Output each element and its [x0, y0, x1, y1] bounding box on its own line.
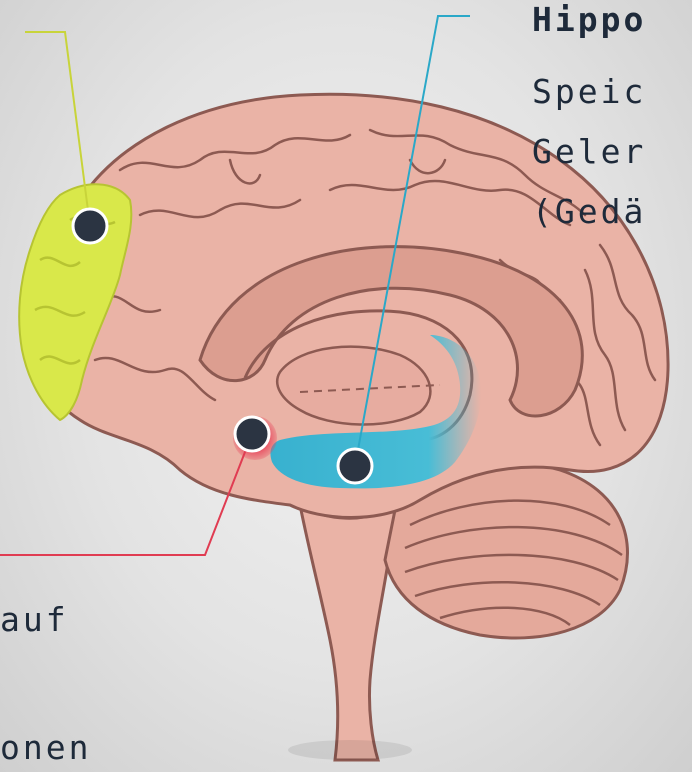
hippocampus-title: Hippo: [532, 0, 646, 40]
stem-shadow: [288, 740, 412, 760]
marker-dot-icon: [73, 209, 107, 243]
amygdala-description-line-2: onen: [0, 728, 91, 768]
marker-dot-icon: [235, 417, 269, 451]
brain-stem: [300, 505, 395, 760]
hippocampus-description-line-3: (Gedä: [532, 192, 646, 232]
amygdala-description-line-1: auf: [0, 600, 69, 640]
hippocampus-description-line-2: Geler: [532, 132, 646, 172]
marker-dot-icon: [338, 449, 372, 483]
hippocampus-description-line-1: Speic: [532, 72, 646, 112]
